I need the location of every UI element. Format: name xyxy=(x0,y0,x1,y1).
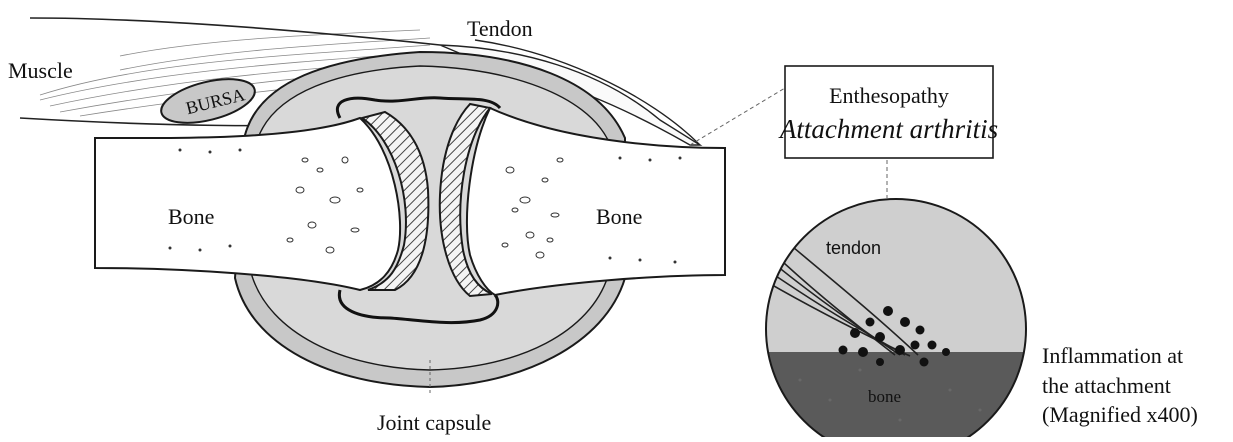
enthesopathy-label: Enthesopathy xyxy=(829,83,949,108)
inset-bone-label: bone xyxy=(868,387,901,406)
inflammation-label-line1: Inflammation at xyxy=(1042,343,1183,368)
bone-left-label: Bone xyxy=(168,204,214,229)
inflammation-label-line3: (Magnified x400) xyxy=(1042,402,1198,427)
bone-right-label: Bone xyxy=(596,204,642,229)
tendon-label: Tendon xyxy=(467,16,533,41)
attachment-arthritis-label: Attachment arthritis xyxy=(778,114,998,144)
inflammation-label-line2: the attachment xyxy=(1042,373,1171,398)
bone-left xyxy=(95,118,400,290)
muscle-label: Muscle xyxy=(8,58,73,83)
inset-tendon-label: tendon xyxy=(826,238,881,258)
enthesopathy-box xyxy=(785,66,993,158)
joint-capsule-label: Joint capsule xyxy=(377,410,491,435)
